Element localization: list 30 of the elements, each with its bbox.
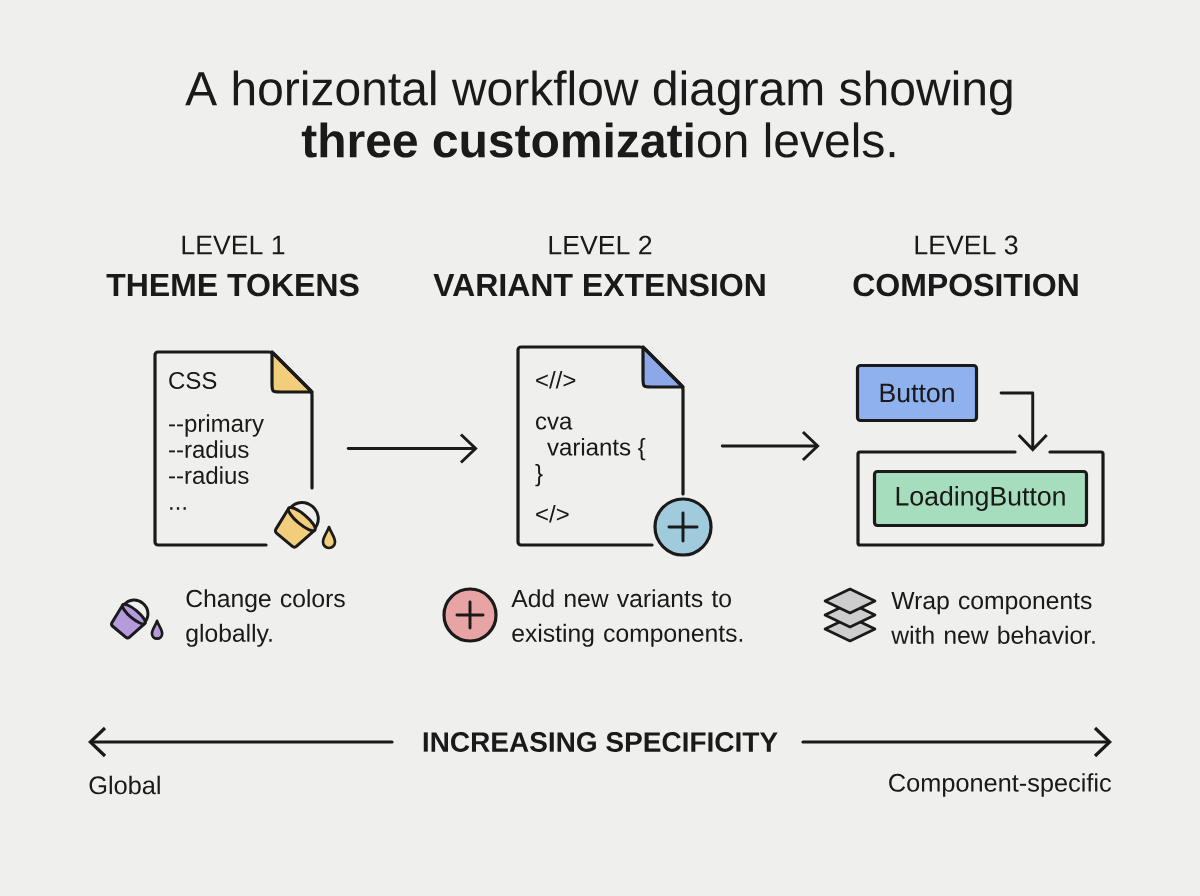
axis-end-label: Component-specific [889, 773, 1112, 797]
wrapper-frame [856, 450, 1105, 547]
description: Wrap components with new behavior. [891, 592, 1095, 644]
arrow [346, 433, 478, 464]
level-label: LEVEL 3 [915, 235, 1018, 255]
arrow [720, 430, 820, 462]
title: A horizontal workflow diagram showing three customization levels. [185, 70, 1012, 158]
node-label: ... [170, 507, 186, 510]
code-file: <//> cva variants { } </> [516, 345, 685, 547]
node-label: <//> [536, 370, 576, 389]
component-box: Button [855, 363, 979, 423]
code-file: CSS --primary --radius --radius ... [153, 350, 314, 547]
level-heading: VARIANT EXTENSION [433, 273, 765, 297]
node-label: --radius [169, 440, 249, 458]
node-label: } [535, 463, 543, 487]
component-box: LoadingButton [872, 469, 1089, 528]
level-label: LEVEL 2 [549, 235, 652, 255]
node-label: cva [536, 416, 573, 430]
level-heading: COMPOSITION [853, 273, 1078, 297]
description: Add new variants to existing components. [511, 589, 743, 647]
node-label: variants { [547, 437, 646, 461]
node-label: CSS [169, 371, 217, 389]
node-label: --primary [169, 414, 264, 437]
level-label: LEVEL 1 [182, 235, 285, 255]
axis-end-label: Global [89, 775, 160, 795]
axis-label: INCREASING SPECIFICITY [423, 732, 778, 752]
level-heading: THEME TOKENS [106, 273, 359, 297]
node-label: --radius [169, 466, 249, 484]
node-label: </> [536, 504, 569, 523]
description: Change colors globally. [186, 589, 345, 647]
